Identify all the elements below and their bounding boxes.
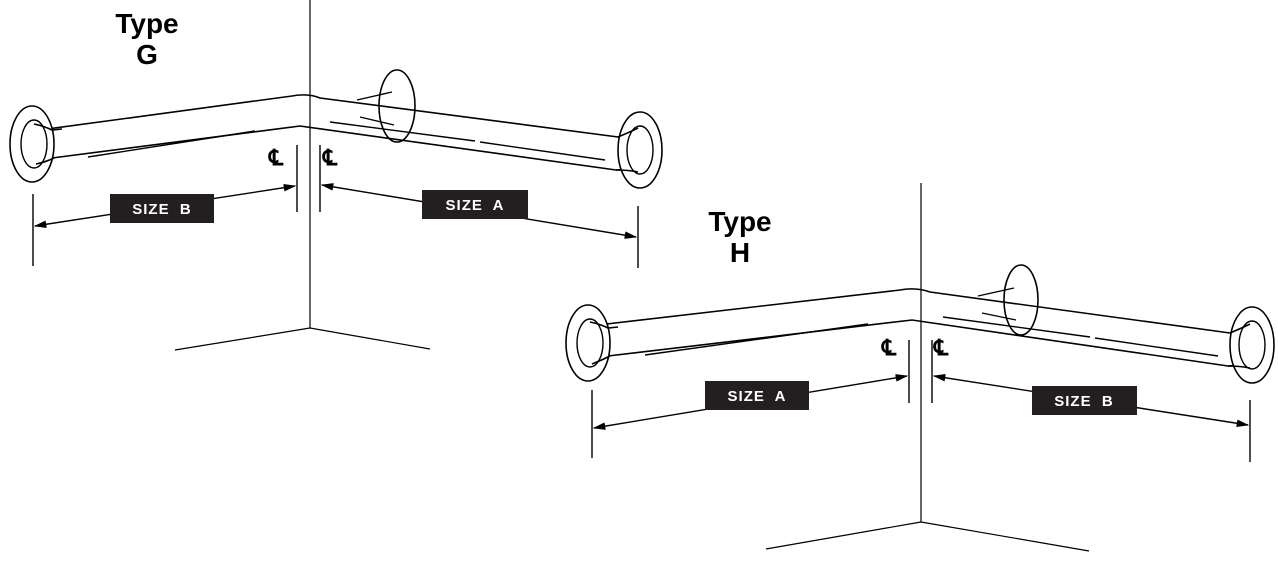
type-h-centerlines: ℄ ℄ (881, 335, 949, 403)
type-h-grab-bar (582, 288, 1249, 367)
type-h-drawing: ℄ ℄ SIZE A SIZE B (565, 183, 1275, 552)
type-g-back-flange (356, 69, 416, 143)
type-g-centerlines: ℄ ℄ (268, 145, 338, 212)
type-g-size-a-tag: SIZE A (422, 190, 528, 219)
type-g-title: Type G (112, 8, 182, 70)
type-h-centerline-left-mark: ℄ (881, 335, 897, 360)
type-h-wall-corner (765, 183, 1090, 552)
type-g-centerline-right-mark: ℄ (322, 145, 338, 170)
type-h-title: Type H (705, 206, 775, 268)
type-g-size-a-label: SIZE A (446, 197, 505, 214)
type-g-title-letter: G (136, 39, 158, 70)
type-g-wall-corner (174, 0, 431, 351)
type-g-drawing: ℄ ℄ SIZE B SIZE A (9, 0, 663, 351)
type-h-centerline-right-mark: ℄ (933, 335, 949, 360)
type-h-title-word: Type (708, 206, 772, 237)
type-g-right-flange (615, 111, 663, 189)
type-h-title-letter: H (729, 237, 751, 268)
type-g-left-flange (9, 105, 63, 183)
type-h-size-a-tag: SIZE A (705, 381, 809, 410)
type-h-right-flange (1227, 306, 1275, 384)
type-h-back-flange (977, 264, 1039, 336)
type-g-title-word: Type (115, 8, 179, 39)
type-h-size-b-tag: SIZE B (1032, 386, 1137, 415)
type-g-size-b-tag: SIZE B (110, 194, 214, 223)
type-h-left-flange (565, 304, 619, 382)
type-h-size-a-label: SIZE A (728, 388, 787, 405)
type-g-centerline-left-mark: ℄ (268, 145, 284, 170)
type-h-size-b-label: SIZE B (1054, 393, 1114, 410)
type-g-size-b-label: SIZE B (132, 201, 192, 218)
